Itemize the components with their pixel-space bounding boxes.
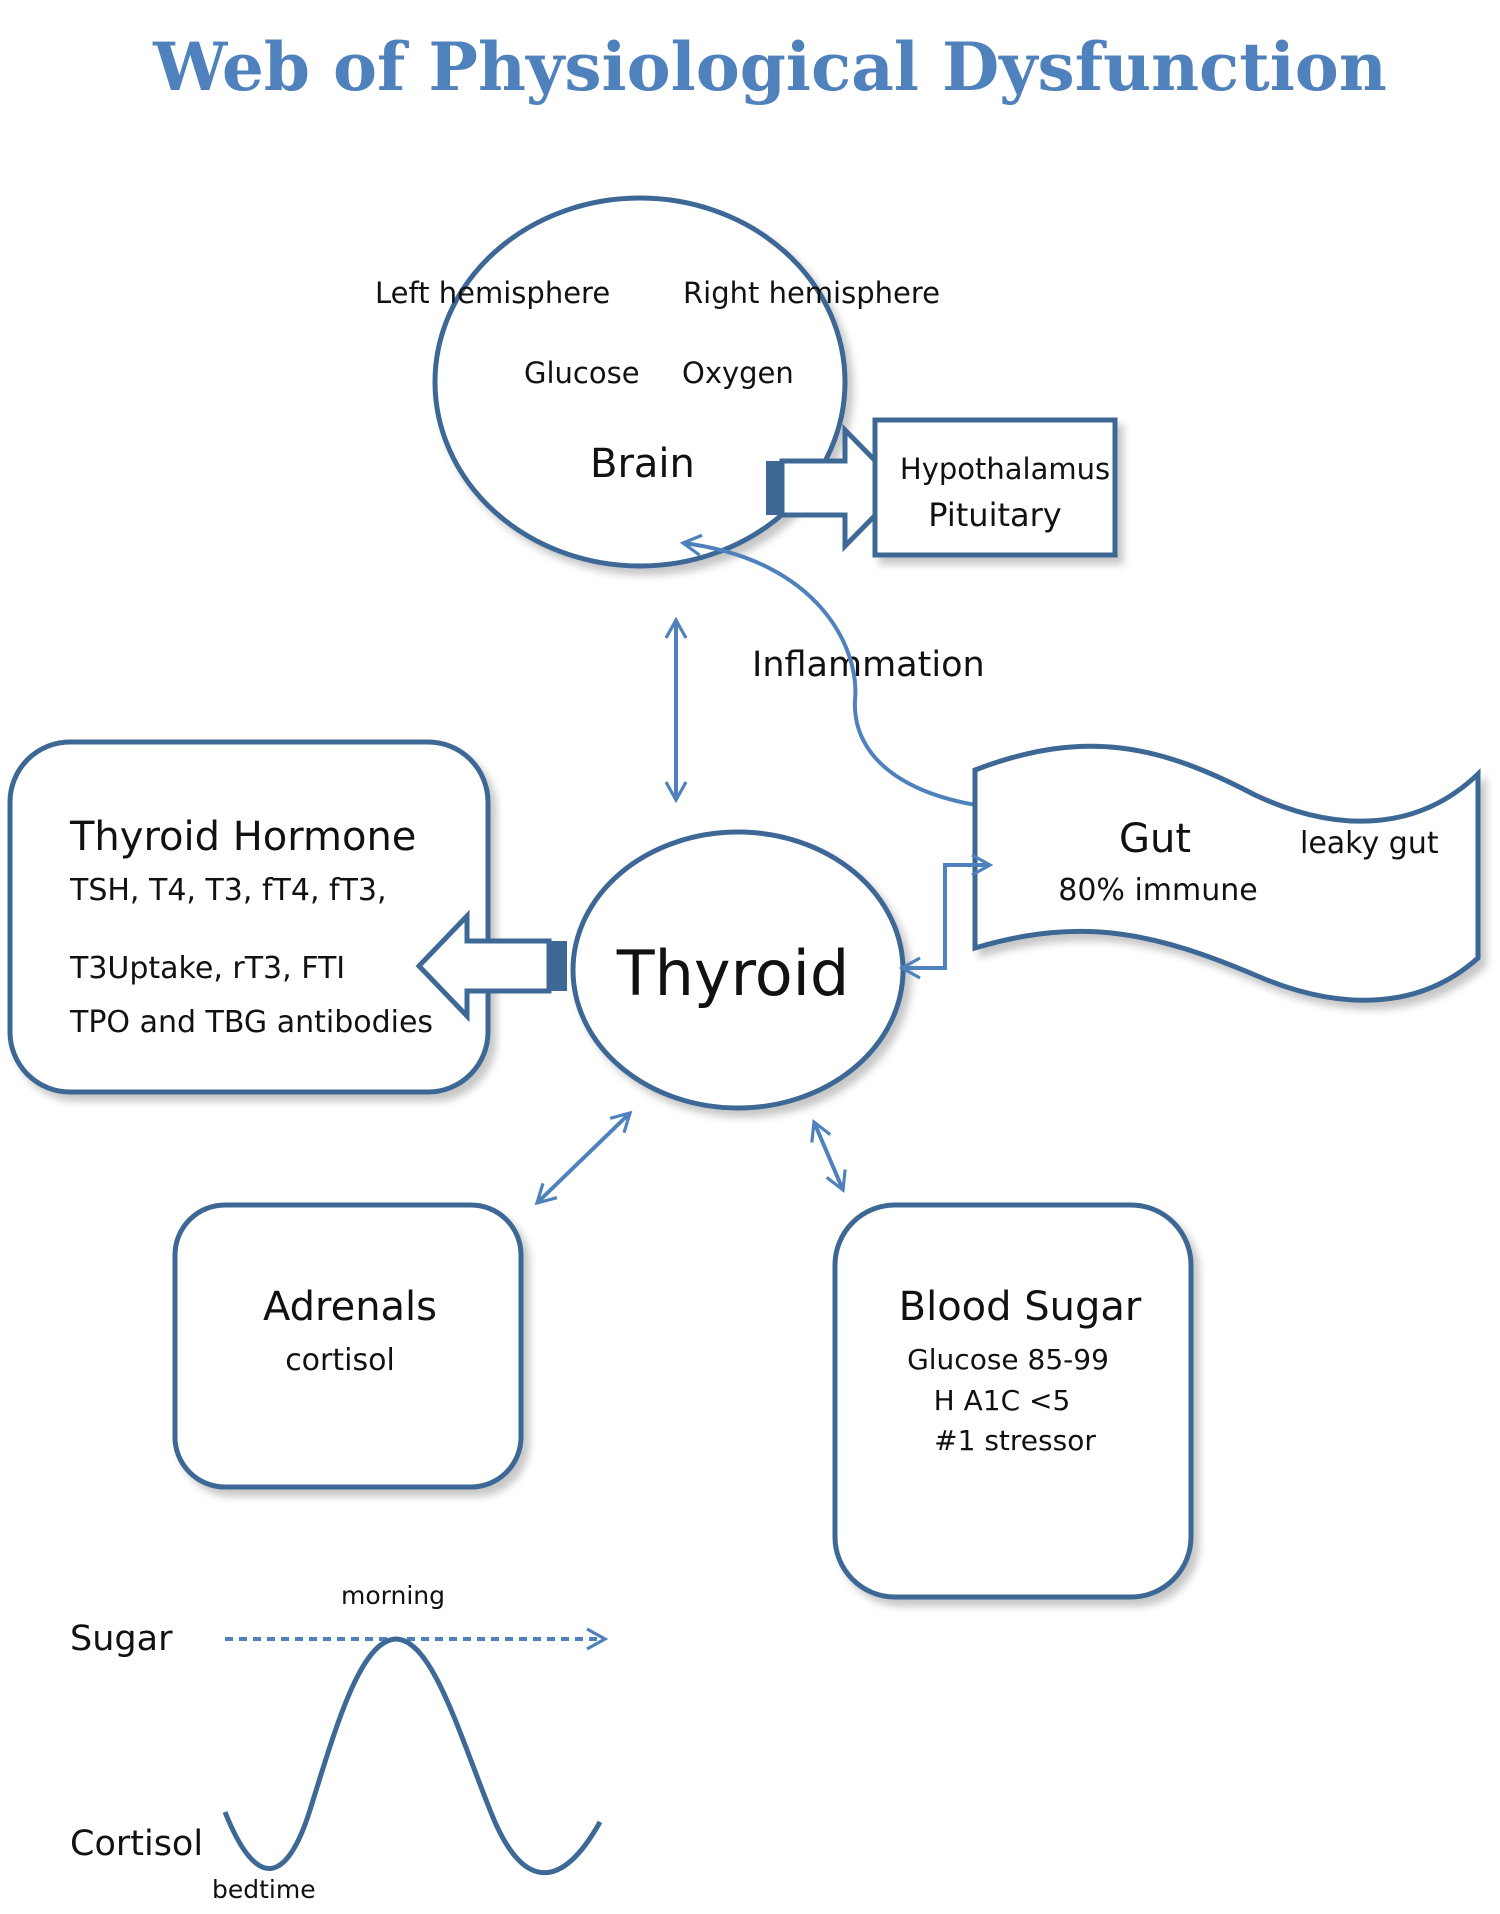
- thyroid-adrenals-arrow: [534, 1110, 633, 1206]
- adrenals-title: Adrenals: [263, 1284, 437, 1330]
- morning-label: morning: [341, 1581, 445, 1610]
- inflammation-label: Inflammation: [752, 645, 985, 685]
- blood-sugar-glucose-range: Glucose 85-99: [907, 1343, 1109, 1376]
- gut-title: Gut: [1119, 816, 1191, 862]
- cortisol-wave: [222, 1636, 603, 1876]
- blood-sugar-title: Blood Sugar: [899, 1284, 1142, 1330]
- brain-ellipse: [432, 195, 848, 569]
- leaky-gut-label: leaky gut: [1300, 826, 1439, 861]
- gut-immune-label: 80% immune: [1058, 873, 1257, 908]
- blood-sugar-box: [832, 1202, 1194, 1600]
- thyroid-blood-sugar-arrow: [810, 1118, 847, 1194]
- right-hemisphere-label: Right hemisphere: [683, 276, 940, 310]
- sugar-label: Sugar: [70, 1619, 173, 1659]
- thyroid-gut-arrow: [898, 853, 994, 980]
- inflammation-brain-gut-arrow: [679, 533, 1029, 821]
- thyroid-hormone-box: [7, 739, 491, 1095]
- brain-label: Brain: [590, 441, 695, 487]
- thyroid-label: Thyroid: [616, 937, 850, 1010]
- cortisol-label: Cortisol: [70, 1824, 203, 1864]
- brain-glucose-label: Glucose: [524, 356, 640, 390]
- left-hemisphere-label: Left hemisphere: [375, 276, 610, 310]
- pituitary-label: Pituitary: [928, 496, 1061, 534]
- bedtime-label: bedtime: [212, 1875, 316, 1904]
- thyroid-hormone-line2: T3Uptake, rT3, FTI: [69, 951, 345, 986]
- thyroid-to-hormone-arrow: [415, 909, 567, 1023]
- thyroid-hormone-line3: TPO and TBG antibodies: [69, 1005, 433, 1040]
- adrenals-box: [172, 1202, 524, 1490]
- brain-oxygen-label: Oxygen: [682, 356, 794, 390]
- blood-sugar-a1c: H A1C <5: [934, 1384, 1071, 1417]
- adrenals-cortisol-label: cortisol: [285, 1343, 395, 1378]
- blood-sugar-stressor: #1 stressor: [934, 1424, 1096, 1457]
- diagram-title: Web of Physiological Dysfunction: [152, 28, 1387, 106]
- gut-banner: [972, 743, 1481, 1003]
- hypothalamus-label: Hypothalamus: [900, 452, 1110, 486]
- hypothalamus-pituitary-box: [872, 417, 1118, 558]
- thyroid-hormone-line1: TSH, T4, T3, fT4, fT3,: [69, 873, 387, 908]
- thyroid-hormone-title: Thyroid Hormone: [69, 814, 416, 860]
